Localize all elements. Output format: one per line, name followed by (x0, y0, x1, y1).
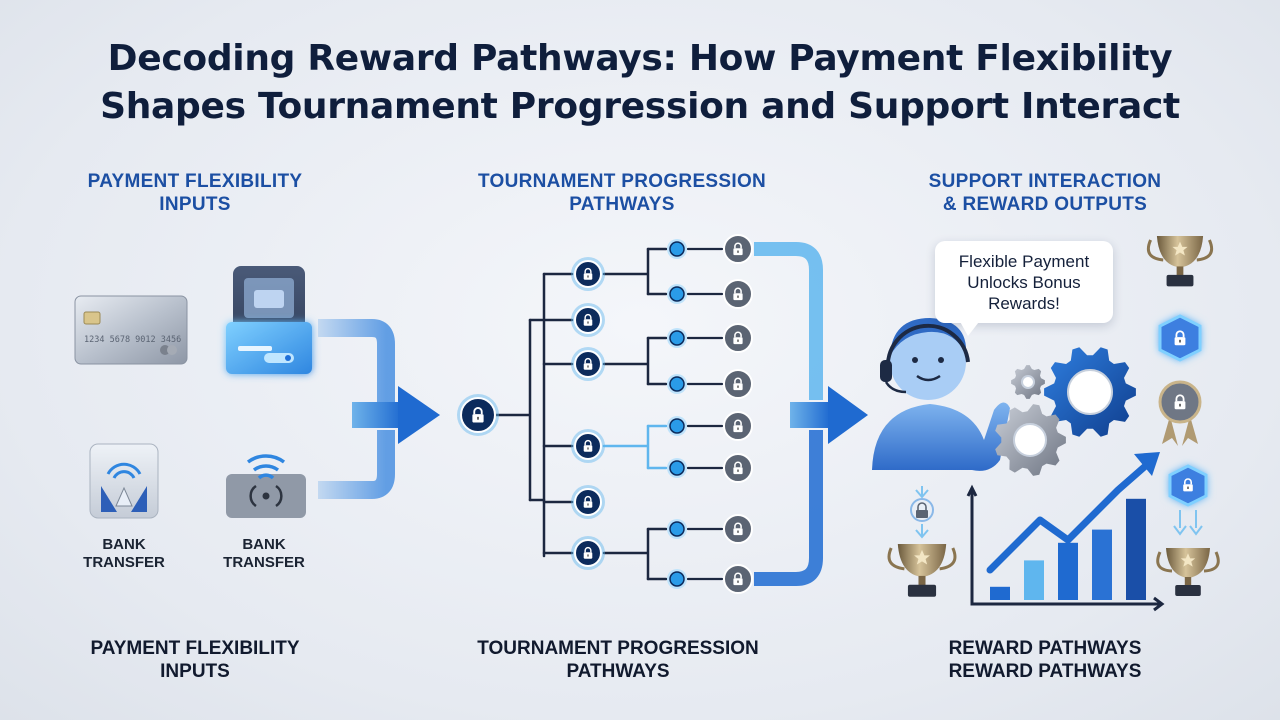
pathways-heading-line-1: TOURNAMENT PROGRESSION (477, 171, 767, 192)
branch-lock-node (571, 536, 605, 570)
pathway-dot-node (667, 519, 687, 539)
pathway-dot-node (667, 458, 687, 478)
leaf-lock-node (723, 411, 753, 441)
gray-gear-icon (995, 404, 1066, 476)
pathway-dot-node (667, 569, 687, 589)
page-title-line-2: Shapes Tournament Progression and Suppor… (100, 86, 1180, 127)
bank-transfer-label-1-line-1: BANK (102, 536, 146, 553)
shield-lock-badge-icon (1158, 314, 1202, 362)
outputs-heading-line-1: SUPPORT INTERACTION (928, 171, 1162, 192)
trophy-icon (1156, 548, 1220, 596)
bubble-line-3: Rewards! (988, 293, 1060, 313)
inputs-footer-line-1: PAYMENT FLEXIBILITY (90, 638, 300, 659)
pathways-heading-line-2: PATHWAYS (569, 194, 675, 215)
pathway-dot-node (667, 284, 687, 304)
leaf-lock-node (723, 369, 753, 399)
outputs-heading-line-2: & REWARD OUTPUTS (942, 194, 1148, 215)
bank-transfer-icon (89, 443, 159, 519)
pathways-column-heading: TOURNAMENT PROGRESSION PATHWAYS (452, 170, 792, 216)
branch-lock-node (571, 303, 605, 337)
leaf-lock-node (723, 453, 753, 483)
outputs-footer-line-2: REWARD PATHWAYS (948, 661, 1142, 682)
support-agent-icon (872, 318, 1010, 471)
pathways-footer-line-1: TOURNAMENT PROGRESSION (477, 638, 759, 659)
branch-lock-node (571, 347, 605, 381)
trophy-icons (887, 236, 1220, 597)
bubble-line-2: Unlocks Bonus (967, 272, 1081, 292)
digital-wallet-icon (226, 266, 312, 374)
leaf-lock-node (723, 323, 753, 353)
branch-lock-node (571, 429, 605, 463)
pathway-dot-node (667, 239, 687, 259)
bank-transfer-label-1: BANK TRANSFER (74, 536, 174, 572)
inputs-column-footer: PAYMENT FLEXIBILITY INPUTS (60, 637, 330, 683)
pathways-column-footer: TOURNAMENT PROGRESSION PATHWAYS (448, 637, 788, 683)
outputs-column-heading: SUPPORT INTERACTION & REWARD OUTPUTS (900, 170, 1190, 216)
bank-transfer-label-2-line-2: TRANSFER (223, 554, 305, 571)
growth-bar (990, 586, 1010, 600)
bank-transfer-label-2: BANK TRANSFER (214, 536, 314, 572)
pathway-dot-node (667, 416, 687, 436)
bank-transfer-label-2-line-1: BANK (242, 536, 286, 553)
pathway-dot-node (667, 374, 687, 394)
outputs-footer-line-1: REWARD PATHWAYS (948, 638, 1142, 659)
growth-bar (1126, 498, 1146, 600)
leaf-lock-node (723, 279, 753, 309)
page-title-line-1: Decoding Reward Pathways: How Payment Fl… (107, 38, 1173, 79)
inputs-heading-line-2: INPUTS (159, 194, 231, 215)
leaf-lock-node (723, 234, 753, 264)
inputs-heading-line-1: PAYMENT FLEXIBILITY (87, 171, 303, 192)
shield-lock-down-arrow-icon (1168, 464, 1208, 536)
speech-bubble-tail (958, 318, 982, 336)
leaf-lock-node (723, 564, 753, 594)
trophy-icon (887, 544, 957, 597)
ribbon-lock-badge-icon (1158, 380, 1202, 446)
contactless-payment-icon (226, 454, 306, 518)
lock-down-arrow-icon (910, 486, 934, 539)
branch-lock-node (571, 257, 605, 291)
tree-nodes (457, 234, 753, 594)
inputs-column-heading: PAYMENT FLEXIBILITY INPUTS (60, 170, 330, 216)
output-flow-arrow (754, 242, 868, 586)
small-gear-icon (1011, 365, 1045, 399)
support-speech-bubble: Flexible Payment Unlocks Bonus Rewards! (935, 241, 1113, 323)
credit-card-icon: 1234 5678 9012 3456 (74, 295, 188, 365)
large-blue-gear-icon (1044, 347, 1136, 437)
pathways-footer-line-2: PATHWAYS (566, 661, 670, 682)
tournament-pathway-tree (492, 247, 724, 581)
outputs-column-footer: REWARD PATHWAYS REWARD PATHWAYS (900, 637, 1190, 683)
card-number-text: 1234 5678 9012 3456 (84, 335, 181, 345)
bank-transfer-label-1-line-2: TRANSFER (83, 554, 165, 571)
bubble-line-1: Flexible Payment (958, 251, 1090, 271)
growth-bar (1058, 542, 1078, 600)
leaf-lock-node (723, 514, 753, 544)
input-flow-arrow (318, 319, 440, 499)
growth-bar (1092, 529, 1112, 600)
pathway-dot-node (667, 328, 687, 348)
root-lock-node (457, 394, 499, 436)
growth-bar (1024, 560, 1044, 600)
growth-chart-icon (966, 452, 1165, 612)
trophy-icon (1146, 236, 1214, 287)
inputs-footer-line-2: INPUTS (160, 661, 230, 682)
branch-lock-node (571, 485, 605, 519)
